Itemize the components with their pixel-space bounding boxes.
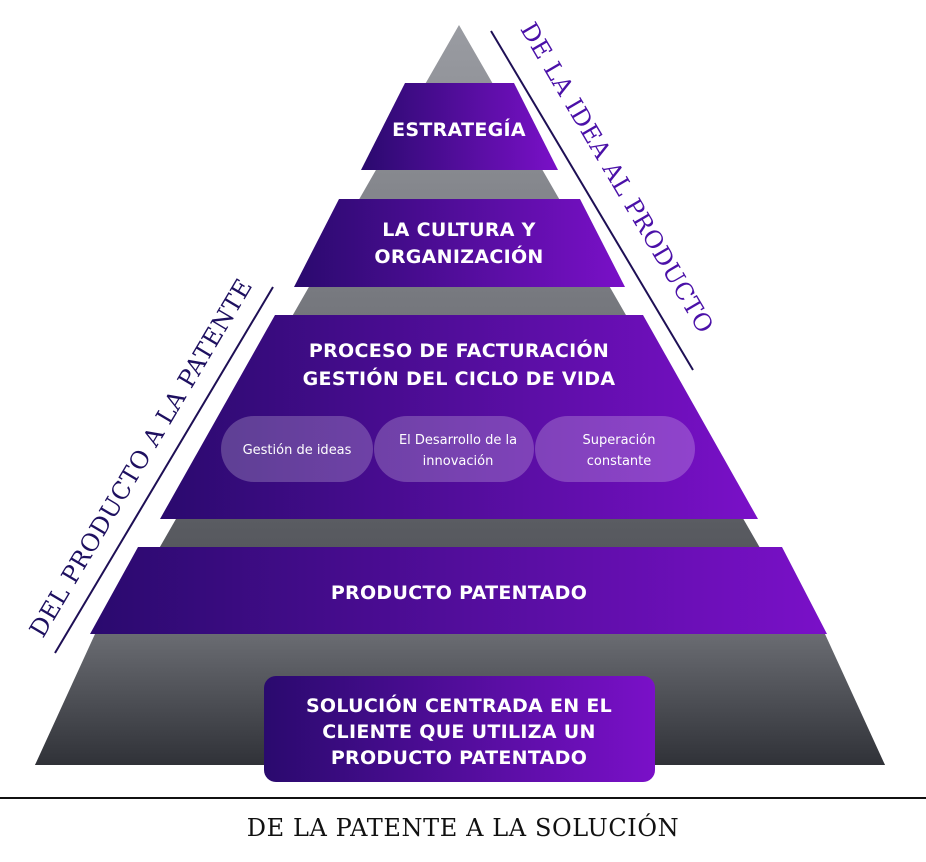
- level-cultura: [294, 199, 625, 287]
- level-solucion-label-1: SOLUCIÓN CENTRADA EN EL: [306, 693, 612, 717]
- level-solucion-label-3: PRODUCTO PATENTADO: [331, 747, 587, 769]
- level-solucion-label-2: CLIENTE QUE UTILIZA UN: [322, 721, 595, 743]
- level-estrategia-label: ESTRATEGÍA: [392, 118, 526, 141]
- pill-gestion-ideas-label: Gestión de ideas: [243, 443, 352, 458]
- left-side-line: [54, 286, 274, 654]
- pill-superacion-label-1: Superación: [582, 433, 655, 448]
- level-producto-label: PRODUCTO PATENTADO: [331, 582, 587, 604]
- right-side-line: [490, 30, 694, 371]
- pill-desarrollo-label-1: El Desarrollo de la: [399, 433, 517, 448]
- level-estrategia: [361, 83, 558, 170]
- level-proceso: [160, 315, 758, 519]
- level-proceso-label-2: GESTIÓN DEL CICLO DE VIDA: [303, 366, 616, 390]
- pill-superacion-label-2: constante: [587, 454, 652, 469]
- footer-label: DE LA PATENTE A LA SOLUCIÓN: [247, 813, 680, 842]
- level-solucion: [264, 676, 655, 782]
- pill-desarrollo-label-2: innovación: [423, 454, 494, 469]
- level-cultura-label-1: LA CULTURA Y: [382, 219, 535, 241]
- level-cultura-label-2: ORGANIZACIÓN: [374, 244, 543, 268]
- pill-desarrollo-innovacion: [374, 416, 534, 482]
- pill-superacion-constante: [535, 416, 695, 482]
- level-proceso-label-1: PROCESO DE FACTURACIÓN: [309, 338, 609, 362]
- pill-gestion-ideas: [221, 416, 373, 482]
- level-producto: [90, 547, 827, 634]
